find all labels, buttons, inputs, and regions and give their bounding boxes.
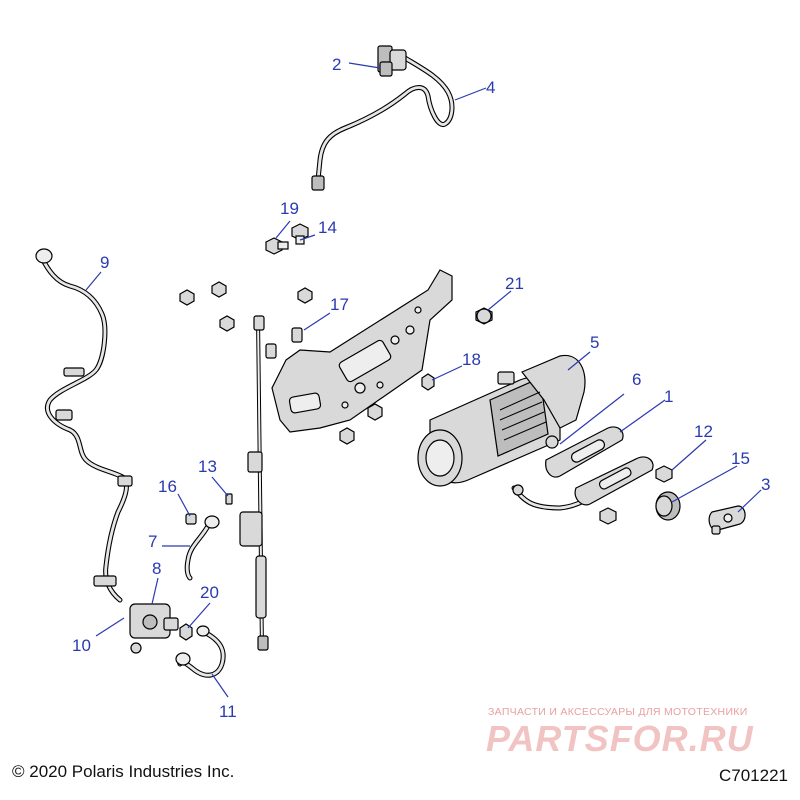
bolt-part-14	[291, 223, 309, 245]
callout-17: 17	[330, 295, 349, 314]
callout-10: 10	[72, 636, 91, 655]
callout-4: 4	[486, 78, 495, 97]
vertical-harness	[239, 315, 269, 651]
callout-13: 13	[198, 457, 217, 476]
copyright-text: © 2020 Polaris Industries Inc.	[12, 762, 235, 781]
shackle-part-3	[708, 505, 746, 535]
bolt-part-21	[476, 308, 492, 324]
watermark-brand: PARTSFOR.RU	[486, 718, 754, 759]
left-harness-part-9	[35, 248, 133, 603]
diagram-code: C701221	[718, 766, 788, 785]
bolt-part-12	[599, 465, 673, 525]
connector-part-2	[377, 45, 407, 77]
callout-1: 1	[664, 387, 673, 406]
mounting-plate	[271, 269, 453, 433]
callout-3: 3	[761, 475, 770, 494]
winch-part-5	[417, 354, 586, 487]
callout-20: 20	[200, 583, 219, 602]
callout-19: 19	[280, 199, 299, 218]
fairlead-part-1	[545, 426, 654, 506]
callout-12: 12	[694, 422, 713, 441]
callout-7: 7	[148, 532, 157, 551]
callout-8: 8	[152, 559, 161, 578]
callout-2: 2	[332, 55, 341, 74]
callout-labels: 1 2 3 4 5 6 7 8 9 10 11 12 13 14 15 16 1…	[72, 55, 770, 721]
nut-part-20	[179, 623, 193, 641]
callout-16: 16	[158, 477, 177, 496]
callout-14: 14	[318, 218, 337, 237]
cable-part-7	[184, 513, 220, 581]
stopper-part-15	[655, 491, 681, 521]
callout-21: 21	[505, 274, 524, 293]
clip-part-17	[265, 327, 303, 359]
bolt-part-19	[265, 237, 289, 255]
watermark-tagline: ЗАПЧАСТИ И АКСЕССУАРЫ ДЛЯ МОТОТЕХНИКИ	[488, 706, 748, 718]
nut-part-18	[339, 373, 435, 445]
callout-18: 18	[462, 350, 481, 369]
callout-11: 11	[219, 702, 237, 721]
cable-part-11	[175, 625, 226, 678]
callout-6: 6	[632, 370, 641, 389]
screw-part-13	[225, 493, 233, 505]
callout-15: 15	[731, 449, 750, 468]
upper-harness-part-4	[311, 55, 455, 191]
contactor-part-8	[129, 603, 179, 654]
callout-9: 9	[100, 253, 109, 272]
leader-lines	[85, 62, 762, 698]
callout-5: 5	[590, 333, 599, 352]
